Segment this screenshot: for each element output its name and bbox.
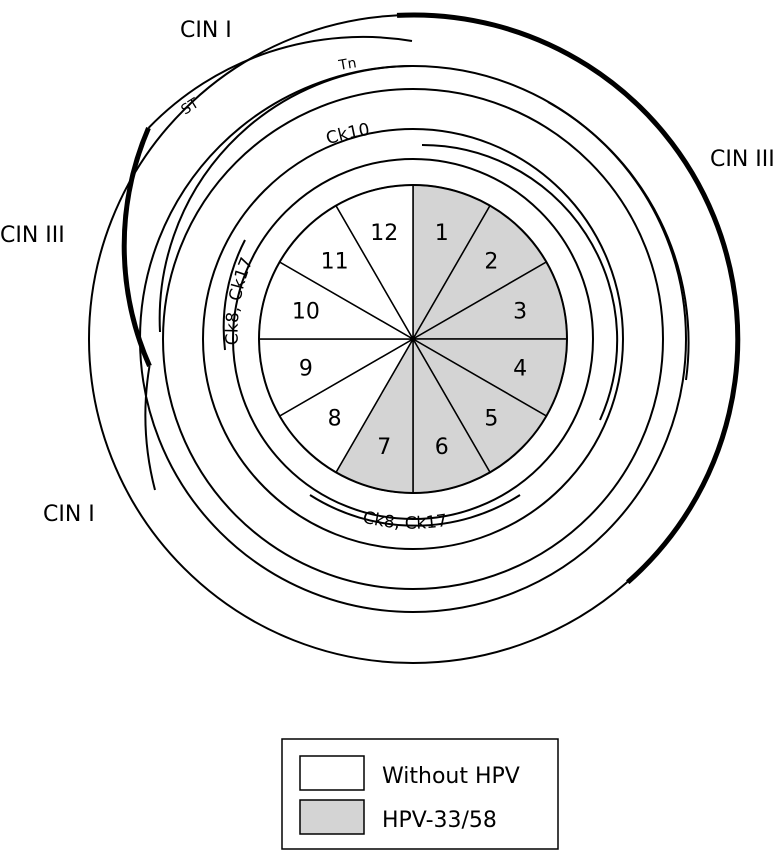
legend-swatch-without-hpv [299,755,365,791]
cin-label-bottom-left: CIN I [43,502,95,527]
cin-label-left: CIN III [0,223,65,248]
cin-label-top: CIN I [180,18,232,43]
segment-pie-outline [258,184,568,494]
ck8-ck17-bottom-arc [309,494,521,527]
ck10-label-text: Ck10 [324,120,371,149]
cin-iii-arc-left [121,127,152,368]
cin-i-arc-bottom [210,592,413,663]
segment-number-10: 10 [292,299,320,324]
segment-number-4: 4 [513,357,527,382]
ring-6 [232,158,594,520]
legend-swatch-hpv-33-58 [299,799,365,835]
segment-number-3: 3 [513,299,527,324]
segment-number-8: 8 [328,406,342,431]
ck8-ck17-left-label: Ck8, Ck17 [223,255,258,346]
cin-iii-arc-right [396,12,741,585]
cin-label-right: CIN III [710,147,775,172]
ck8-ck17-bottom-text: Ck8, Ck17 [361,508,449,534]
legend-label-hpv-33-58: HPV-33/58 [382,808,497,833]
segment-number-9: 9 [299,357,313,382]
cin-i-arc-bottom-left [144,365,156,491]
legend: Without HPV HPV-33/58 [281,738,559,850]
segment-number-7: 7 [377,435,391,460]
ck8-ck17-bottom-label: Ck8, Ck17 [361,508,449,534]
ck10-label: Ck10 [324,120,371,149]
ring-5 [202,128,624,550]
ck8-ck17-left-arc [222,239,246,351]
segment-number-6: 6 [435,435,449,460]
ck10-arc [421,144,619,421]
ring-3 [139,65,687,613]
cin-iii-inner-arc [547,101,690,381]
segment-number-12: 12 [370,221,398,246]
segment-number-5: 5 [484,406,498,431]
cin-i-arc-top [147,35,413,129]
tn-label: Tn [337,55,358,74]
ck8-ck17-left-text: Ck8, Ck17 [223,255,258,346]
ring-4 [162,88,664,590]
segment-number-11: 11 [321,250,349,275]
segment-number-1: 1 [435,221,449,246]
tn-label-text: Tn [337,55,358,74]
segment-number-2: 2 [484,250,498,275]
legend-label-without-hpv: Without HPV [382,764,520,789]
